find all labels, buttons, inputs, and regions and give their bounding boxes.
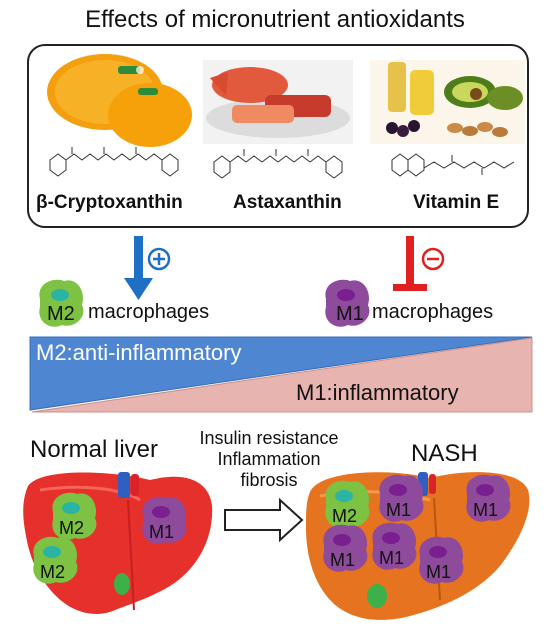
process-line-1: Insulin resistance xyxy=(199,428,339,448)
anti-inflammatory-label: M2:anti-inflammatory xyxy=(36,340,242,365)
vitamin-e-structure xyxy=(391,153,515,177)
citrus-image xyxy=(47,54,192,147)
antioxidant-name-1: β-Cryptoxanthin xyxy=(36,192,183,213)
nash-liver-cell-label-3: M1 xyxy=(330,550,356,570)
inhibit-arrow xyxy=(393,236,427,291)
nash-liver-cell-label-2: M1 xyxy=(473,500,499,520)
nash-liver-cell-label-4: M1 xyxy=(379,548,405,568)
process-line-2: Inflammation xyxy=(217,449,321,469)
liver-cells xyxy=(33,474,511,584)
vitamin-e-foods-image xyxy=(370,60,525,144)
m1-macrophages-label: macrophages xyxy=(372,301,494,323)
m1-inflammatory-wedge xyxy=(31,337,533,413)
antioxidant-name-3: Vitamin E xyxy=(413,192,500,213)
process-line-3: fibrosis xyxy=(240,470,298,490)
m2-cell-label: M2 xyxy=(47,303,75,325)
nash-title: NASH xyxy=(411,440,478,467)
antioxidant-panel xyxy=(27,44,529,228)
m2-macrophages-label: macrophages xyxy=(88,301,210,323)
figure-title: Effects of micronutrient antioxidants xyxy=(85,6,465,33)
normal-liver-cell-label-0: M2 xyxy=(59,518,85,538)
antioxidant-name-2: Astaxanthin xyxy=(233,192,342,213)
plus-sign-icon xyxy=(147,247,171,271)
nash-liver-cell-2 xyxy=(466,474,511,522)
nash-liver-cell-label-1: M1 xyxy=(386,500,412,520)
nash-liver-cell-3 xyxy=(323,524,368,572)
m1-macrophage-icon xyxy=(325,279,370,327)
normal-liver-title: Normal liver xyxy=(30,436,159,463)
m2-macrophage-icon xyxy=(39,279,84,327)
m2-anti-inflammatory-wedge xyxy=(29,336,533,411)
inflammatory-label: M1:inflammatory xyxy=(296,380,459,405)
progression-arrow xyxy=(224,497,304,543)
nash-liver-cell-4 xyxy=(372,522,417,570)
beta-cryptoxanthin-structure xyxy=(49,147,179,177)
nash-liver-cell-label-5: M1 xyxy=(426,562,452,582)
nash-liver-cell-0 xyxy=(325,480,370,528)
nash-liver-cell-1 xyxy=(379,474,424,522)
promote-arrow xyxy=(124,236,153,300)
m1-cell-label: M1 xyxy=(336,303,364,325)
process-text: Insulin resistance Inflammation fibrosis xyxy=(183,428,355,491)
normal-liver-cell-0 xyxy=(52,492,97,540)
normal-liver-cell-1 xyxy=(33,536,78,584)
minus-sign-icon xyxy=(421,247,445,271)
salmon-image xyxy=(203,60,353,144)
nash-liver-cell-label-0: M2 xyxy=(332,506,358,526)
normal-liver-cell-label-1: M2 xyxy=(40,562,66,582)
nash-liver-cell-5 xyxy=(419,536,464,584)
normal-liver-cell-label-2: M1 xyxy=(149,522,175,542)
normal-liver-cell-2 xyxy=(142,496,187,544)
astaxanthin-structure xyxy=(213,149,343,179)
